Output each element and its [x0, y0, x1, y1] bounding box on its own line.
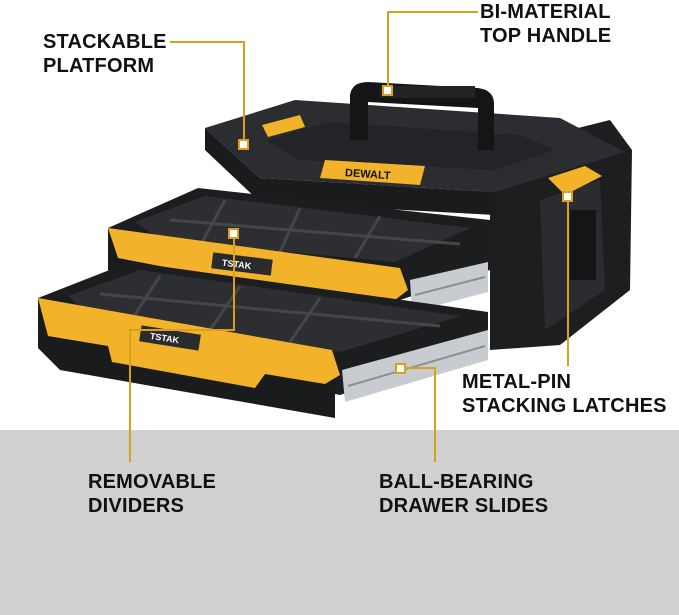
- marker-stackable: [238, 139, 249, 150]
- marker-latches: [562, 191, 573, 202]
- lower-divider-3: [288, 297, 322, 343]
- upper-slide-groove: [414, 276, 486, 296]
- callout-stacking-latches: METAL-PIN STACKING LATCHES: [462, 370, 667, 418]
- marker-handle: [382, 85, 393, 96]
- handle-grip: [380, 86, 475, 98]
- case-lid-front: [205, 128, 495, 215]
- toolbox-case: DEWALT: [205, 82, 632, 350]
- callout-latches-line2: STACKING LATCHES: [462, 395, 667, 417]
- upper-drawer-label-plate: [211, 252, 273, 276]
- callout-slides-line2: DRAWER SLIDES: [379, 495, 549, 517]
- upper-divider-long: [169, 218, 461, 246]
- leader-slides: [404, 367, 436, 462]
- callout-stackable-platform: STACKABLE PLATFORM: [43, 30, 167, 78]
- brand-badge: [320, 160, 425, 185]
- marker-dividers: [228, 228, 239, 239]
- lower-drawer-inner: [68, 270, 460, 352]
- marker-slides: [395, 363, 406, 374]
- callout-dividers-line1: REMOVABLE: [88, 471, 217, 493]
- case-side-window: [570, 210, 596, 280]
- lower-drawer: TSTAK: [38, 262, 488, 418]
- lower-drawer-label-plate: [139, 325, 201, 351]
- brand-logo-text: DEWALT: [345, 167, 392, 182]
- leader-lines: [129, 11, 573, 462]
- lower-divider-long: [99, 292, 441, 328]
- callout-latches-line1: METAL-PIN: [462, 371, 572, 393]
- upper-drawer-label: TSTAK: [221, 258, 252, 272]
- right-latch: [548, 166, 602, 195]
- top-handle: [350, 82, 494, 150]
- leader-stackable: [170, 41, 245, 140]
- callout-slides-line1: BALL-BEARING: [379, 471, 534, 493]
- leader-dividers: [129, 238, 235, 462]
- floor-backdrop: [0, 430, 679, 615]
- callout-stackable-line2: PLATFORM: [43, 55, 155, 77]
- lower-drawer-label: TSTAK: [149, 331, 180, 346]
- callout-drawer-slides: BALL-BEARING DRAWER SLIDES: [379, 470, 548, 518]
- lower-slide-groove: [347, 345, 486, 387]
- callout-removable-dividers: REMOVABLE DIVIDERS: [88, 470, 216, 518]
- left-latch: [262, 115, 305, 137]
- leader-handle: [387, 11, 478, 86]
- callout-stackable-line1: STACKABLE: [43, 31, 167, 53]
- callout-top-handle: BI-MATERIAL TOP HANDLE: [480, 0, 611, 48]
- callout-handle-line1: BI-MATERIAL: [480, 1, 611, 23]
- callout-dividers-line2: DIVIDERS: [88, 495, 185, 517]
- callout-handle-line2: TOP HANDLE: [480, 25, 612, 47]
